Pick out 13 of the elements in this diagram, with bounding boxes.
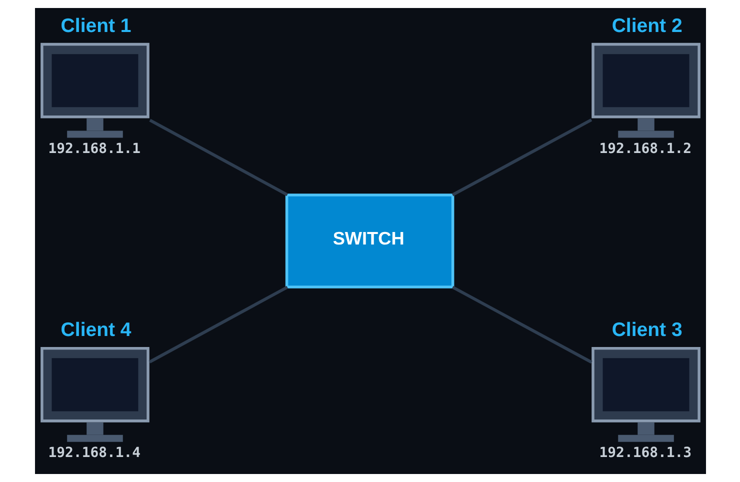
node-label: Client 3	[611, 319, 682, 342]
node-label: 192.168.1.2	[598, 141, 692, 158]
connector	[451, 118, 592, 196]
node-label: Client 4	[60, 319, 131, 342]
node-label: Client 2	[611, 15, 682, 38]
connector	[148, 286, 288, 364]
node-label: 192.168.1.4	[48, 445, 140, 462]
node-label: 192.168.1.1	[48, 141, 140, 158]
node-label: 192.168.1.3	[598, 445, 692, 462]
node-label: Client 1	[60, 15, 131, 38]
node-box: SWITCH	[284, 194, 454, 288]
connector	[451, 286, 592, 364]
connector	[148, 118, 288, 196]
